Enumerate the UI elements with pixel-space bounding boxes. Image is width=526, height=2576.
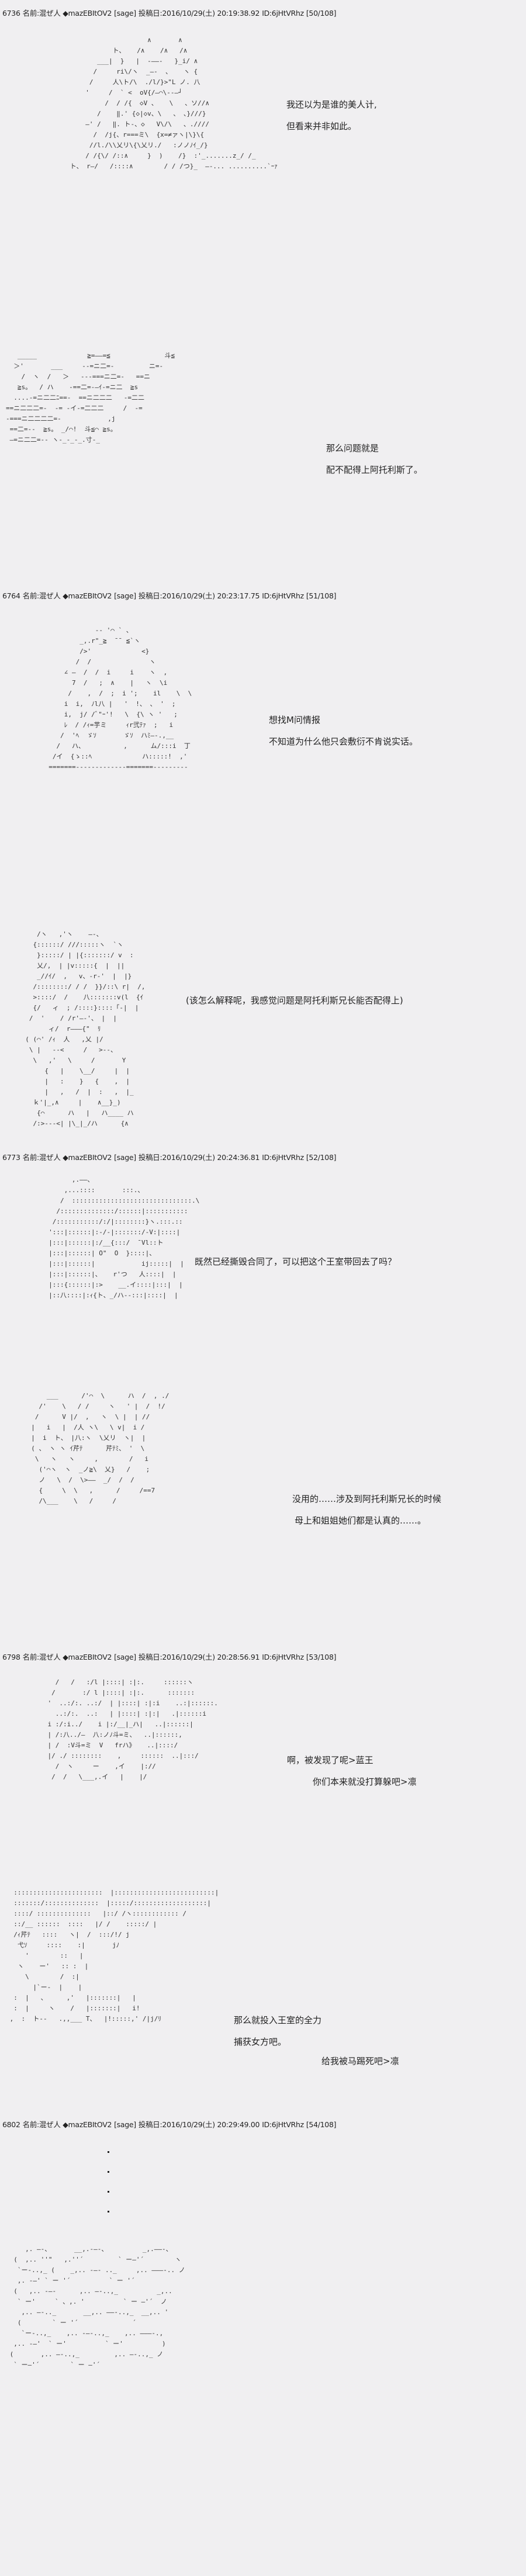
dialogue-line: (该怎么解释呢，我感觉问题是阿托利斯兄长能否配得上) (186, 995, 403, 1006)
ascii-art: ,.――、 ,...:::: :::.、 / :::::::::::::::::… (49, 1176, 200, 1299)
dialogue-line: 不知道为什么他只会敷衍不肯说实话。 (269, 736, 418, 747)
poster-name: 名前:混ぜ人 ◆mazEBItOV2 (22, 1653, 112, 1661)
post-count: [53/108] (306, 1653, 337, 1661)
dialogue-line: 但看来并非如此。 (286, 121, 357, 131)
post-date: 投稿日:2016/10/29(土) 20:24:36.81 (138, 1153, 260, 1162)
post-number: 6798 (2, 1653, 20, 1661)
poster-name: 名前:混ぜ人 ◆mazEBItOV2 (22, 1153, 112, 1162)
dialogue-line: 那么就投入王室的全力 (234, 2015, 322, 2026)
ellipsis-dot (108, 2211, 109, 2213)
post-number: 6773 (2, 1153, 20, 1162)
ascii-art: /ヽ ,'ヽ ―-、 {::::::/ ///:::::ヽ `ヽ }:::::/… (25, 930, 146, 1127)
dialogue-line: 母上和姐姐她们都是认真的……。 (295, 1515, 427, 1526)
ascii-art: _____ ≧=――=≦ 斗≦ ＞' ___ --=ニ二=- ニ=- / ヽ /… (6, 352, 175, 444)
post-number: 6802 (2, 2120, 20, 2129)
ellipsis-dot (108, 2191, 109, 2193)
dialogue-line: 捕获女方吧。 (234, 2037, 287, 2047)
dialogue-line: 想找M问情报 (269, 715, 320, 725)
post-date: 投稿日:2016/10/29(土) 20:28:56.91 (138, 1653, 260, 1661)
post-count: [52/108] (306, 1153, 337, 1162)
ascii-art: ::::::::::::::::::::::: |:::::::::::::::… (9, 1889, 219, 2023)
post-date: 投稿日:2016/10/29(土) 20:23:17.75 (138, 591, 260, 600)
dialogue-line: 配不配得上阿托利斯了。 (326, 465, 423, 475)
poster-id: ID:6jHtVRhz (262, 9, 304, 18)
ascii-art: ___ /'⌒ \ ハ / , ./ /' \ / / ヽ ' | / !/ /… (31, 1392, 169, 1505)
poster-id: ID:6jHtVRhz (262, 1153, 304, 1162)
mail-field: [sage] (114, 591, 136, 600)
mail-field: [sage] (114, 1653, 136, 1661)
mail-field: [sage] (114, 9, 136, 18)
post-date: 投稿日:2016/10/29(土) 20:19:38.92 (138, 9, 260, 18)
ascii-art: / / :/l |::::| :|:. ::::::ヽ / :/ l |::::… (47, 1678, 218, 1781)
dialogue-line: 我还以为是谁的美人计, (286, 99, 377, 110)
post-count: [54/108] (306, 2120, 337, 2129)
poster-id: ID:6jHtVRhz (262, 591, 304, 600)
dialogue-line: 啊，被发现了呢>蓝王 (287, 1755, 373, 1765)
post-number: 6764 (2, 591, 20, 600)
poster-id: ID:6jHtVRhz (262, 1653, 304, 1661)
mail-field: [sage] (114, 1153, 136, 1162)
poster-id: ID:6jHtVRhz (262, 2120, 304, 2129)
poster-name: 名前:混ぜ人 ◆mazEBItOV2 (22, 591, 112, 600)
ascii-art: ,. ―-、 __,.-―-、 _,.――-、 ( ,.. ''" ,.''´ … (9, 2245, 185, 2369)
post-date: 投稿日:2016/10/29(土) 20:29:49.00 (138, 2120, 260, 2129)
post-count: [50/108] (306, 9, 337, 18)
ascii-art: ∧ ∧ ト、 /∧ /∧ /∧ ___| } | -――- }_i/ ∧ / r… (70, 36, 278, 170)
ellipsis-dot (108, 2151, 109, 2153)
poster-name: 名前:混ぜ人 ◆mazEBItOV2 (22, 9, 112, 18)
dialogue-line: 既然已经撕毁合同了，可以把这个王室带回去了吗？ (195, 1256, 397, 1267)
dialogue-line: 你们本来就没打算躲吧>凛 (313, 1777, 417, 1787)
ellipsis-dot (108, 2171, 109, 2173)
ascii-art: -- '⌒ ` 、 _,.r"_≧ ̄ ̄ ≦`ヽ />' <} / / ヽ ∠… (49, 626, 192, 771)
dialogue-line: 没用的……涉及到阿托利斯兄长的时候 (292, 1494, 442, 1504)
post-count: [51/108] (306, 591, 337, 600)
mail-field: [sage] (114, 2120, 136, 2129)
poster-name: 名前:混ぜ人 ◆mazEBItOV2 (22, 2120, 112, 2129)
post-number: 6736 (2, 9, 20, 18)
dialogue-line: 那么问题就是 (326, 443, 379, 453)
dialogue-line: 给我被马踢死吧>凛 (321, 2056, 399, 2066)
